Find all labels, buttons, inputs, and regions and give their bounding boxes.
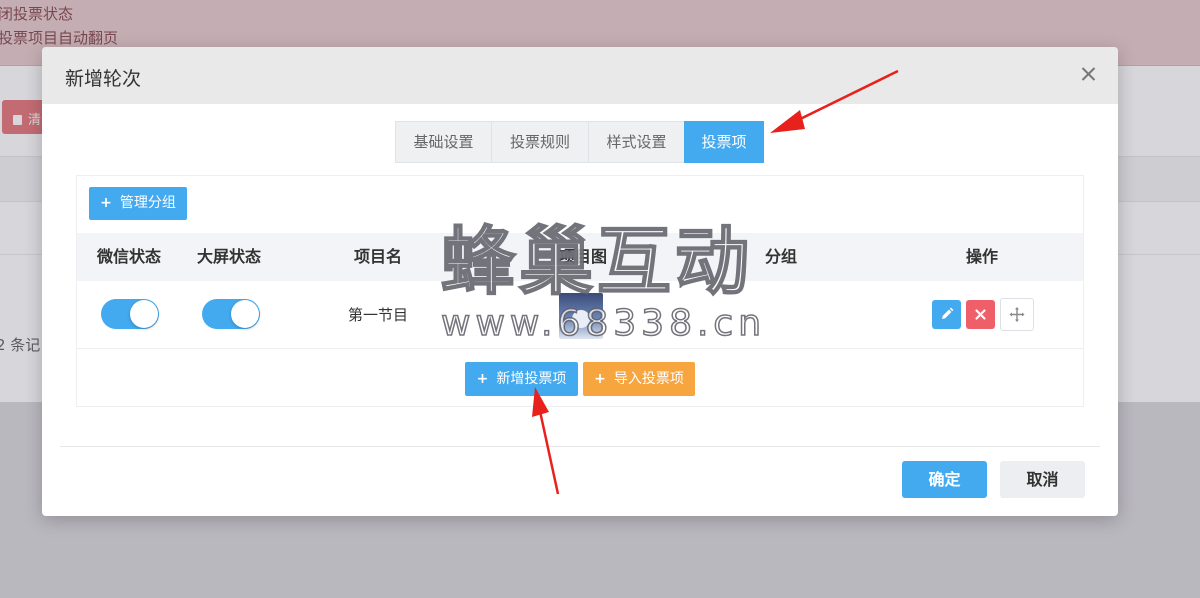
move-arrows-icon xyxy=(1009,307,1025,322)
annotation-arrow-tab xyxy=(770,69,899,133)
manage-group-button[interactable]: + 管理分组 xyxy=(89,187,187,220)
confirm-button[interactable]: 确定 xyxy=(902,461,987,498)
thumbnail-figure xyxy=(572,310,590,328)
tab-vote-rules[interactable]: 投票规则 xyxy=(491,121,589,163)
dialog-tabs: 基础设置 投票规则 样式设置 投票项 xyxy=(395,121,764,163)
table-row: 第一节目 xyxy=(77,281,1083,349)
import-vote-item-label: 导入投票项 xyxy=(613,371,684,387)
dialog-title: 新增轮次 xyxy=(65,68,142,90)
toggle-knob xyxy=(130,300,158,328)
background-alert-line: 闭投票状态 xyxy=(0,5,74,23)
item-name-cell: 第一节目 xyxy=(347,306,408,324)
new-round-dialog: 新增轮次 基础设置 投票规则 样式设置 投票项 + 管理分组 微信状态 大屏状态 … xyxy=(42,47,1118,516)
tab-basic-settings[interactable]: 基础设置 xyxy=(395,121,492,163)
plus-icon: + xyxy=(100,195,112,211)
vote-items-panel: + 管理分组 微信状态 大屏状态 项目名 项目图 分组 操作 第一节目 + 新增投票… xyxy=(76,175,1084,407)
background-clear-label: 清 xyxy=(28,113,42,128)
tab-style-settings[interactable]: 样式设置 xyxy=(588,121,685,163)
move-button[interactable] xyxy=(1000,298,1034,331)
trash-icon xyxy=(13,115,22,125)
column-header-screen-status: 大屏状态 xyxy=(196,247,261,266)
watermark-title: 蜂巢互动 xyxy=(440,219,753,305)
tab-vote-items[interactable]: 投票项 xyxy=(684,121,764,163)
dialog-header: 新增轮次 xyxy=(42,47,1118,104)
background-alert-line: 投票项目自动翻页 xyxy=(0,29,119,47)
watermark-url: www.68338.cn xyxy=(440,302,767,345)
close-x-icon xyxy=(975,309,986,320)
manage-group-label: 管理分组 xyxy=(119,195,176,211)
plus-icon: + xyxy=(476,371,489,387)
import-vote-item-button[interactable]: + 导入投票项 xyxy=(583,362,695,396)
column-header-group: 分组 xyxy=(764,247,797,266)
annotation-arrow-add-button xyxy=(532,387,560,495)
edit-button[interactable] xyxy=(932,300,961,329)
column-header-item-name: 项目名 xyxy=(353,247,402,266)
table-header: 微信状态 大屏状态 项目名 项目图 分组 操作 xyxy=(77,233,1083,281)
pencil-icon xyxy=(942,307,954,319)
add-vote-item-button[interactable]: + 新增投票项 xyxy=(465,362,578,396)
column-header-operations: 操作 xyxy=(965,247,998,266)
toggle-knob xyxy=(231,300,259,328)
screen-status-toggle[interactable] xyxy=(202,299,260,329)
wechat-status-toggle[interactable] xyxy=(101,299,159,329)
column-header-wechat-status: 微信状态 xyxy=(96,247,161,266)
item-thumbnail-image[interactable] xyxy=(559,293,603,339)
plus-icon: + xyxy=(594,371,606,387)
delete-button[interactable] xyxy=(966,300,995,329)
add-vote-item-label: 新增投票项 xyxy=(496,371,567,387)
dialog-footer-divider xyxy=(60,446,1100,447)
column-header-item-image: 项目图 xyxy=(558,247,607,266)
background-record-count: 2 条记 xyxy=(0,336,41,354)
cancel-button[interactable]: 取消 xyxy=(1000,461,1085,498)
